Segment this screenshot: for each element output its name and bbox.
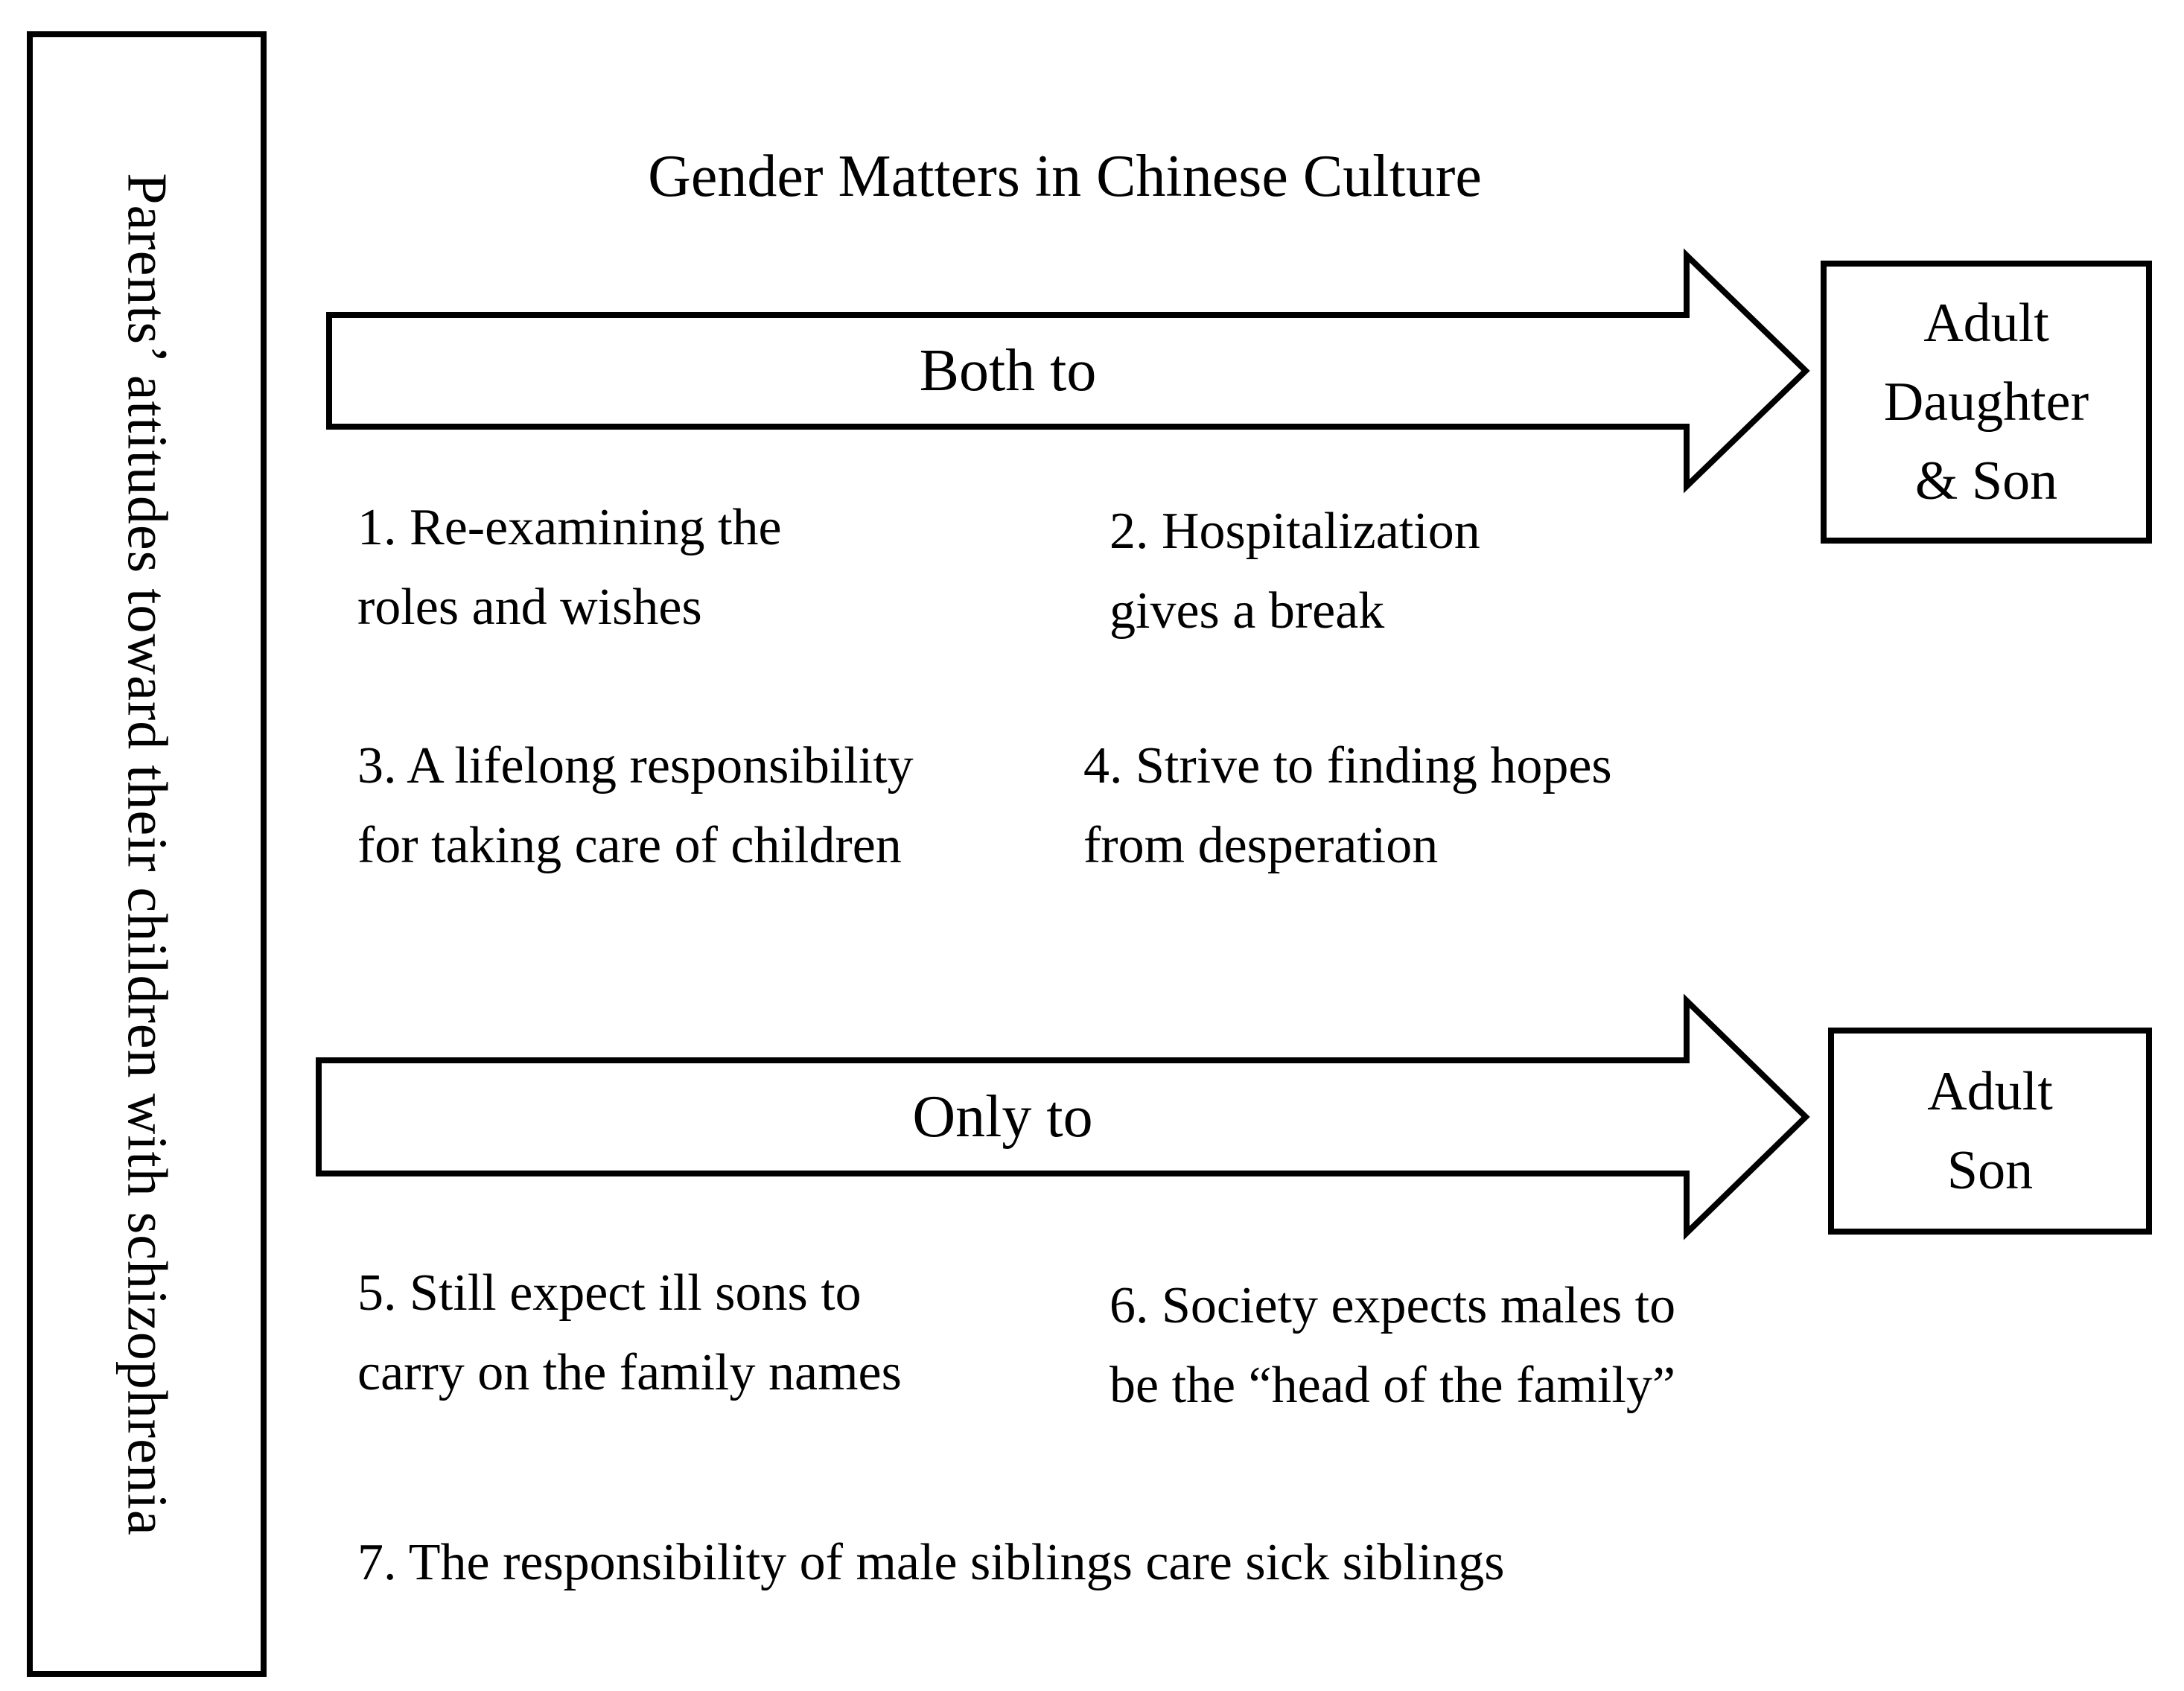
adult-daughter-son-box: Adult Daughter & Son xyxy=(1821,261,2152,544)
item-7-line-1: 7. The responsibility of male siblings c… xyxy=(357,1534,1505,1591)
adult-son-line: Son xyxy=(1946,1140,2034,1201)
item-1-line-2: roles and wishes xyxy=(357,579,702,636)
item-3-line-1: 3. A lifelong responsibility xyxy=(357,737,914,794)
figure-title: Gender Matters in Chinese Culture xyxy=(648,144,1482,209)
adult-son-line: Adult xyxy=(1927,1061,2053,1122)
item-4: 4. Strive to finding hopes from desperat… xyxy=(1083,726,1612,885)
parents-attitudes-label: Parents’ attitudes toward their children… xyxy=(115,172,179,1536)
only-to-arrow-shape xyxy=(316,993,1810,1241)
item-6-line-2: be the “head of the family” xyxy=(1109,1357,1675,1414)
only-to-arrow-label: Only to xyxy=(912,1084,1093,1150)
item-2-line-2: gives a break xyxy=(1109,582,1385,640)
both-to-arrow-label: Both to xyxy=(919,338,1097,404)
parents-attitudes-box: Parents’ attitudes toward their children… xyxy=(27,31,267,1677)
adult-son-box: Adult Son xyxy=(1828,1028,2152,1235)
item-1: 1. Re-examining the roles and wishes xyxy=(357,488,782,647)
item-2-line-1: 2. Hospitalization xyxy=(1109,503,1480,560)
adult-daughter-son-line: & Son xyxy=(1914,450,2058,512)
item-5-line-2: carry on the family names xyxy=(357,1344,902,1401)
item-5: 5. Still expect ill sons to carry on the… xyxy=(357,1253,902,1413)
item-4-line-1: 4. Strive to finding hopes xyxy=(1083,737,1612,794)
item-6: 6. Society expects males to be the “head… xyxy=(1109,1266,1675,1425)
adult-daughter-son-line: Adult xyxy=(1923,293,2049,354)
item-1-line-1: 1. Re-examining the xyxy=(357,499,782,556)
both-to-arrow-shape xyxy=(326,248,1810,494)
item-7: 7. The responsibility of male siblings c… xyxy=(357,1523,1504,1602)
item-4-line-2: from desperation xyxy=(1083,817,1439,874)
item-2: 2. Hospitalization gives a break xyxy=(1109,491,1480,651)
item-3-line-2: for taking care of children xyxy=(357,817,902,874)
item-5-line-1: 5. Still expect ill sons to xyxy=(357,1264,862,1322)
item-6-line-1: 6. Society expects males to xyxy=(1109,1277,1676,1334)
adult-daughter-son-line: Daughter xyxy=(1883,372,2089,433)
item-3: 3. A lifelong responsibility for taking … xyxy=(357,726,914,885)
